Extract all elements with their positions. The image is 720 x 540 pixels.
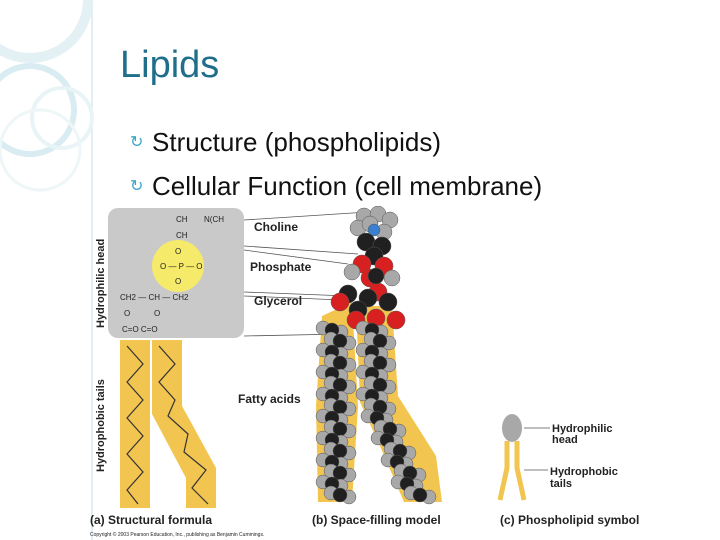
phospholipid-figure: Hydrophilic head Hydrophobic tails CH N(… xyxy=(86,206,686,540)
space-filling-model xyxy=(315,206,442,505)
bullet-swirl-icon: ↻ xyxy=(130,132,144,151)
chem-ch2-mid: CH xyxy=(176,231,188,240)
copyright-text: Copyright © 2003 Pearson Education, Inc.… xyxy=(90,531,264,538)
fatty-acids-label: Fatty acids xyxy=(238,392,301,406)
connector-phosphate-1 xyxy=(243,249,349,265)
chemical-formula: CH N(CH CH O O — P — O O CH2 — CH — CH2 … xyxy=(120,215,224,334)
caption-phospholipid-symbol: (c) Phospholipid symbol xyxy=(500,513,639,527)
bullet-item: ↻ Structure (phospholipids) xyxy=(130,120,542,164)
symbol-tail-right xyxy=(514,441,527,501)
figure-svg: Hydrophilic head Hydrophobic tails CH N(… xyxy=(90,206,639,538)
slide-title: Lipids xyxy=(120,44,220,86)
glycerol-label: Glycerol xyxy=(254,294,302,308)
bullet-list: ↻ Structure (phospholipids) ↻ Cellular F… xyxy=(130,120,542,208)
tail-right-band xyxy=(152,340,216,508)
hydrogen-atom xyxy=(383,269,401,287)
chem-ch2-top: CH xyxy=(176,215,188,224)
chem-o-top: O xyxy=(175,247,181,256)
symbol-head xyxy=(502,414,522,442)
hydrophilic-head-label: Hydrophilic head xyxy=(95,239,107,328)
tail-left-chain xyxy=(126,345,144,505)
bullet-text: Structure (phospholipids) xyxy=(152,127,442,157)
carbon-atom xyxy=(378,292,398,312)
structural-formula: Hydrophilic head Hydrophobic tails CH N(… xyxy=(95,208,244,508)
chem-phosphate-row: O — P — O xyxy=(160,262,203,271)
symbol-tail-left xyxy=(497,441,510,501)
oxygen-atom xyxy=(330,292,350,312)
model-atoms xyxy=(315,206,437,505)
connector-choline-2 xyxy=(243,245,359,255)
tail-right xyxy=(152,340,216,508)
tail-left-band xyxy=(120,340,150,508)
choline-label: Choline xyxy=(254,220,298,234)
tail-left xyxy=(120,340,150,508)
oxygen-atom xyxy=(386,310,406,330)
bullet-swirl-icon: ↻ xyxy=(130,176,144,195)
caption-space-filling-model: (b) Space-filling model xyxy=(312,513,441,527)
chem-o-left: O xyxy=(124,309,130,318)
connector-glycerol-1 xyxy=(243,295,343,301)
phospholipid-symbol: Hydrophilic head Hydrophobic tails xyxy=(497,414,618,501)
caption-structural-formula: (a) Structural formula xyxy=(90,513,212,527)
symbol-head-label: head xyxy=(552,434,578,446)
phosphate-label: Phosphate xyxy=(250,260,312,274)
chem-n-ch3: N(CH xyxy=(204,215,224,224)
nitrogen-atom xyxy=(367,223,381,237)
chem-o-right: O xyxy=(154,309,160,318)
chem-o-bottom: O xyxy=(175,277,181,286)
phosphorus-atom xyxy=(367,267,385,285)
symbol-hydrophilic-label: Hydrophilic xyxy=(552,423,613,435)
hydrophobic-tails-label: Hydrophobic tails xyxy=(95,379,107,472)
carbon-atom xyxy=(358,288,378,308)
decorative-ring-middle xyxy=(0,63,77,157)
label-connectors xyxy=(243,211,369,337)
carbon-atom xyxy=(332,487,348,503)
chem-glycerol-row: CH2 — CH — CH2 xyxy=(120,293,189,302)
phosphate-circle xyxy=(152,240,204,292)
decorative-ring-faint xyxy=(0,108,82,192)
connector-choline-1 xyxy=(243,211,369,221)
symbol-tails-label: tails xyxy=(550,478,572,490)
decorative-ring-small xyxy=(30,86,94,150)
decorative-ring-top xyxy=(0,0,93,63)
connector-phosphate-2 xyxy=(243,291,349,297)
bullet-item: ↻ Cellular Function (cell membrane) xyxy=(130,164,542,208)
hydrogen-atom xyxy=(343,263,361,281)
symbol-hydrophobic-label: Hydrophobic xyxy=(550,466,618,478)
chem-carbonyl-row: C=O C=O xyxy=(122,325,158,334)
tail-right-chain xyxy=(158,345,209,505)
bullet-text: Cellular Function (cell membrane) xyxy=(152,171,543,201)
carbon-atom xyxy=(412,487,428,503)
